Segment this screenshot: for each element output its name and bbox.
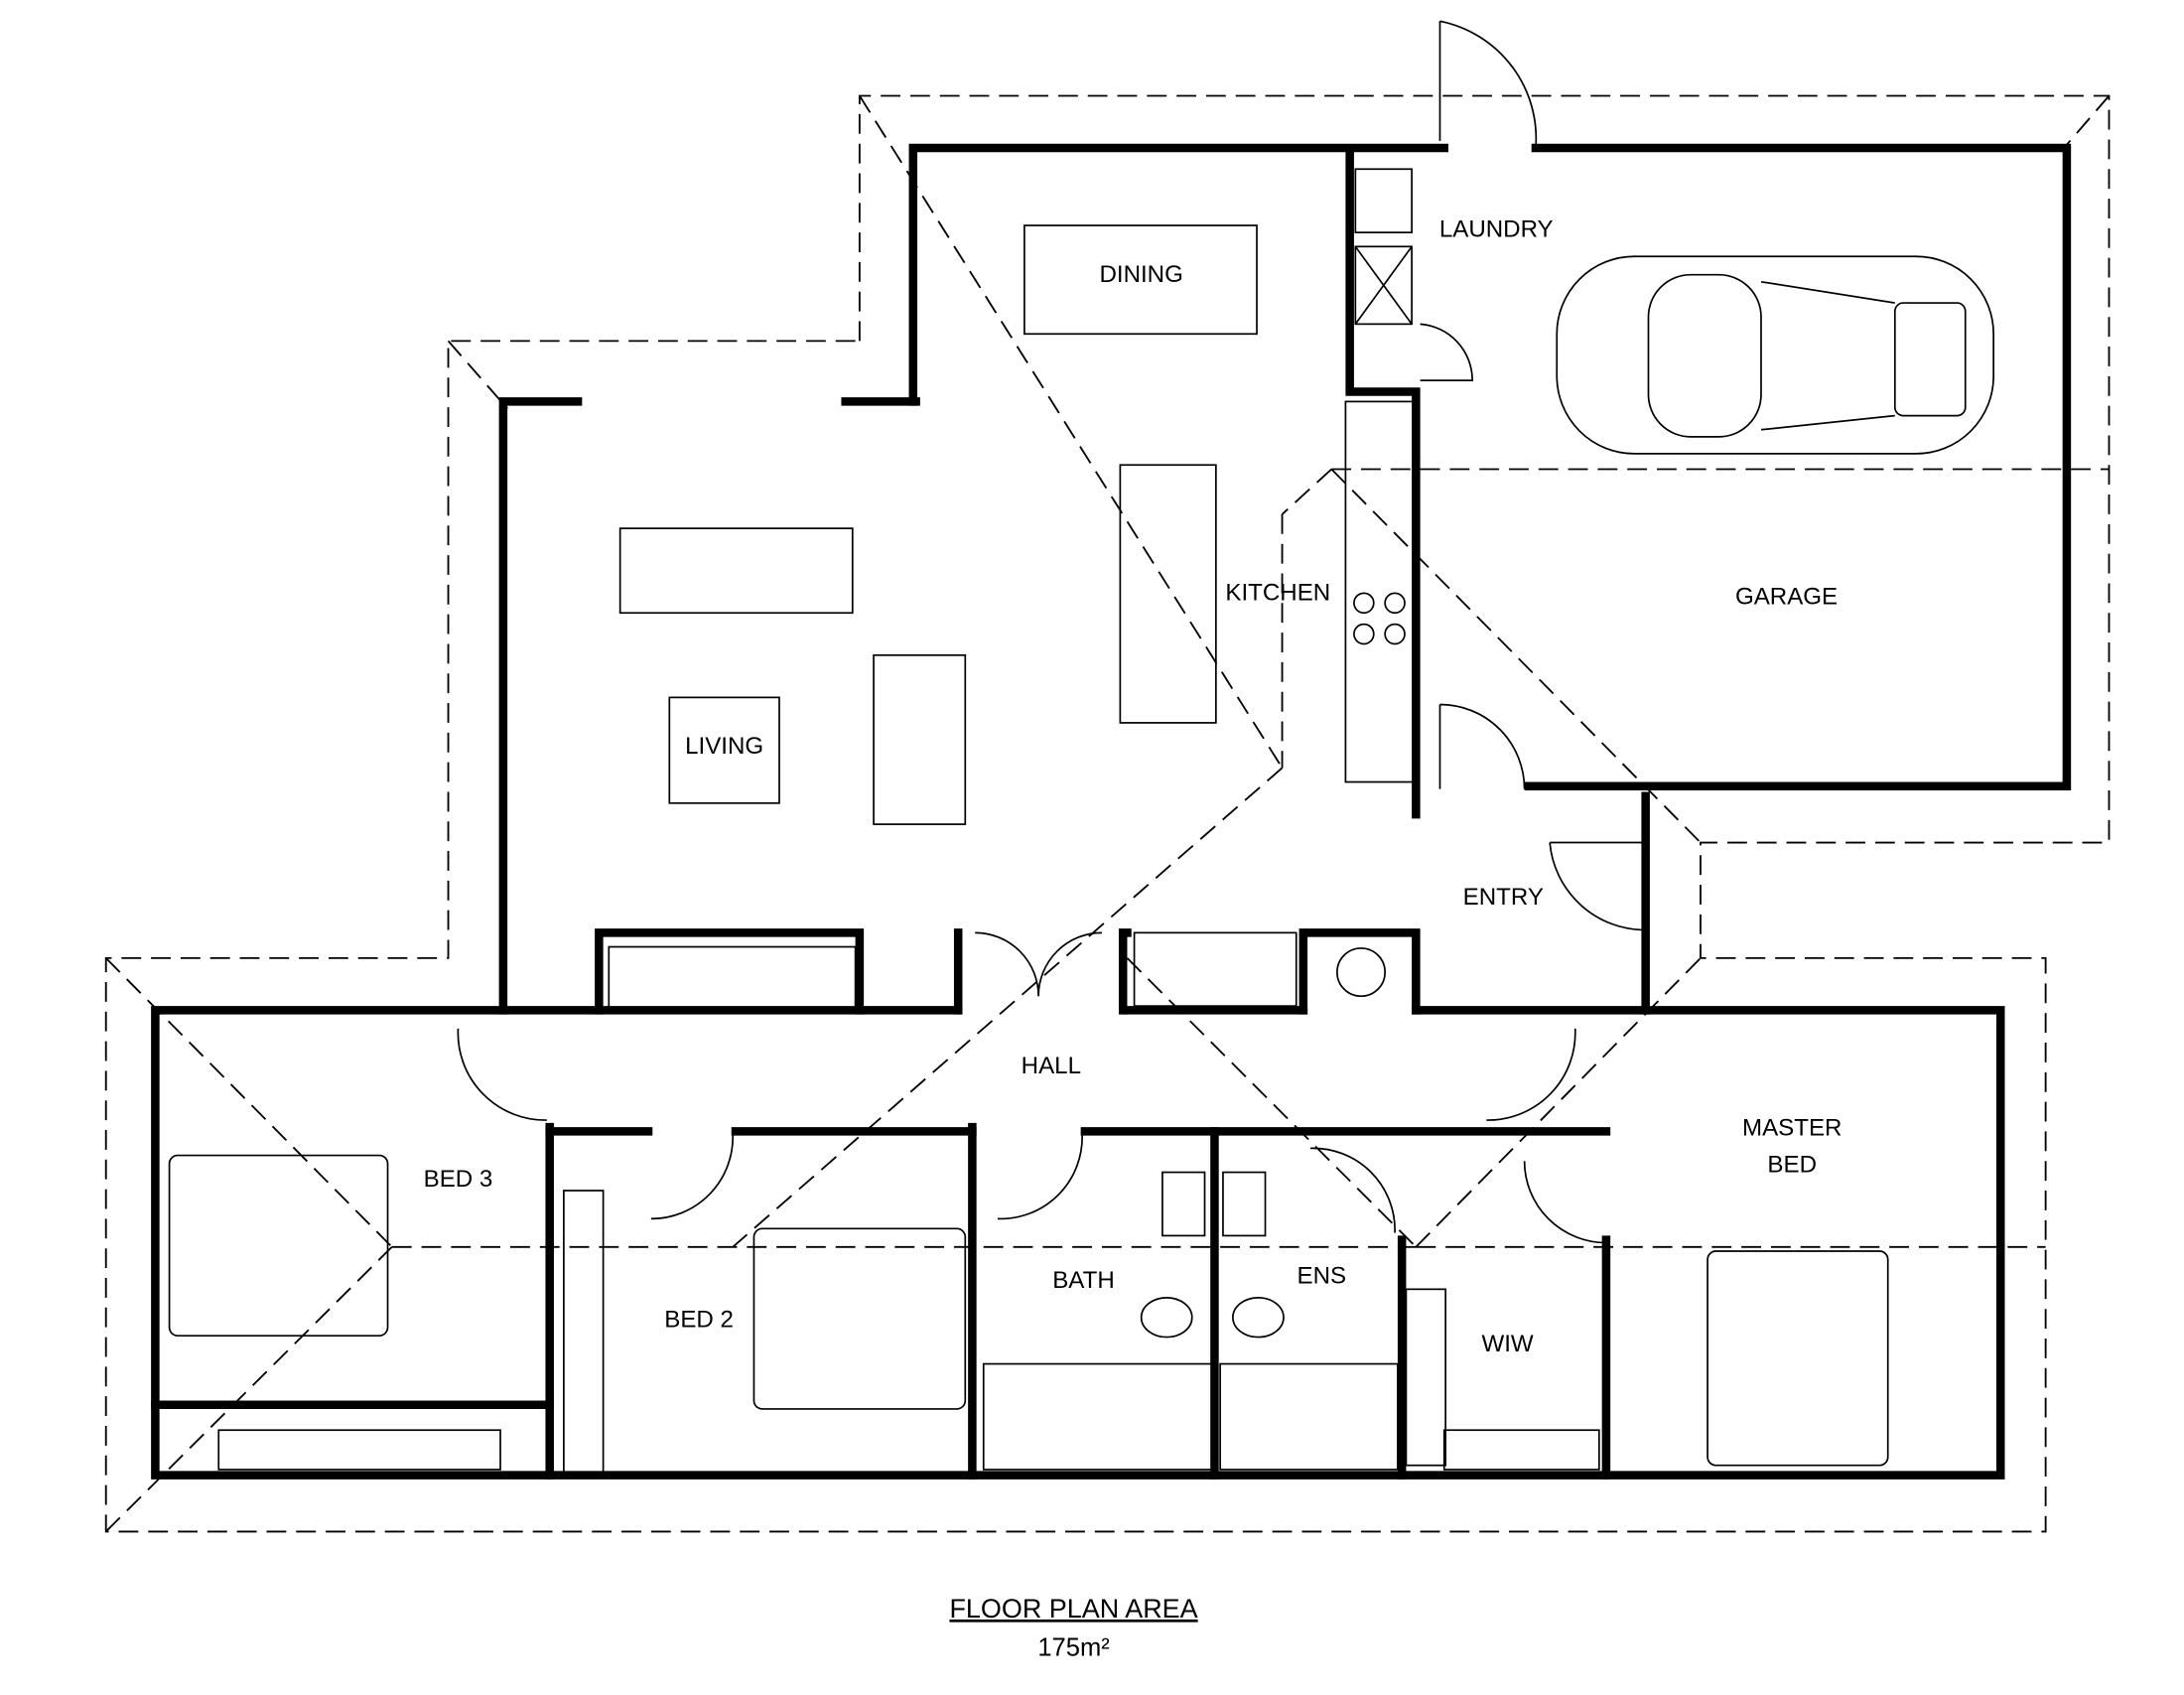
label-entry: ENTRY <box>1463 884 1544 911</box>
kitchen-island <box>1119 464 1217 724</box>
label-living: LIVING <box>685 733 763 760</box>
label-wiw: WIW <box>1481 1331 1533 1357</box>
label-kitchen: KITCHEN <box>1225 579 1330 606</box>
sofa <box>618 527 854 615</box>
bath-toilet <box>1140 1297 1193 1339</box>
label-dining: DINING <box>1099 261 1182 288</box>
linen-cupboard <box>1133 931 1297 1007</box>
entry-door <box>1549 841 1646 931</box>
laundry-inner-door <box>1420 323 1473 381</box>
label-hall: HALL <box>1022 1053 1081 1079</box>
walls <box>151 143 2072 1480</box>
ens-shower <box>1219 1362 1399 1471</box>
room-labels: DINING LAUNDRY KITCHEN GARAGE LIVING ENT… <box>424 215 1843 1356</box>
bath-shower <box>982 1362 1213 1471</box>
roof-outline <box>104 94 2111 1533</box>
label-master-line2: BED <box>1767 1152 1817 1179</box>
bed2-bed <box>752 1227 967 1410</box>
label-garage: GARAGE <box>1735 584 1838 611</box>
dining-table <box>1024 224 1258 336</box>
label-laundry: LAUNDRY <box>1439 215 1554 242</box>
label-ens: ENS <box>1297 1263 1347 1290</box>
floor-plan-area-title: FLOOR PLAN AREA <box>949 1594 1197 1624</box>
ens-toilet <box>1232 1297 1285 1339</box>
kitchen-bench <box>1344 400 1415 783</box>
coffee-table <box>668 696 780 804</box>
armchair <box>873 653 967 825</box>
master-door <box>1486 1028 1576 1121</box>
bed3-wardrobe <box>217 1429 501 1471</box>
bed3-bed <box>168 1154 389 1338</box>
stairs <box>608 945 857 1012</box>
hall-doors <box>975 931 1102 997</box>
wiw-rail <box>1442 1429 1600 1471</box>
master-bed <box>1706 1250 1889 1467</box>
laundry-door <box>1438 20 1538 149</box>
label-bed2: BED 2 <box>664 1307 734 1334</box>
bed2-wardrobe <box>563 1190 605 1474</box>
floor-plan-area-value: 175m² <box>1037 1633 1110 1661</box>
label-master-line1: MASTER <box>1742 1115 1842 1142</box>
label-bed3: BED 3 <box>424 1166 493 1193</box>
label-bath: BATH <box>1052 1267 1115 1294</box>
car-icon <box>1556 255 1994 455</box>
cylinder <box>1336 947 1386 998</box>
bed3-door <box>457 1028 547 1121</box>
wiw-rail-side <box>1405 1288 1447 1467</box>
furniture <box>168 20 1889 1474</box>
